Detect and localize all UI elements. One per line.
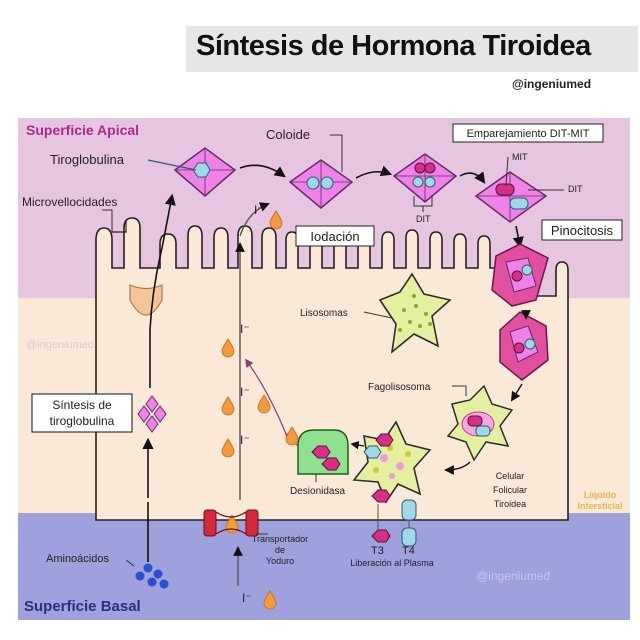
- arrow-tg3-tg4: [459, 171, 486, 184]
- thyroglobulin-pointer: [147, 159, 197, 171]
- transporter-label-2: de: [275, 545, 285, 555]
- lysosome: [378, 272, 452, 354]
- pinocytosis-box: [541, 219, 623, 241]
- arrow-secretion: [149, 193, 176, 388]
- aminoacids-label: Aminoácidos: [46, 553, 109, 565]
- synthesis-box: [31, 393, 133, 433]
- arrow-tg1-tg2: [239, 164, 286, 178]
- transporter-label-1: Transportador: [252, 534, 308, 544]
- pinocytosis-label: Pinocitosis: [551, 223, 614, 238]
- t3-vesicle: [371, 489, 391, 503]
- iodide-label-5: I⁻: [242, 591, 252, 605]
- basal-region: [18, 513, 630, 620]
- basal-label: Superficie Basal: [24, 598, 141, 615]
- arrow-pino2-phago: [510, 383, 523, 402]
- handle-label: @ingeniumed: [512, 77, 592, 91]
- synthesis-label-1: Síntesis de: [52, 398, 112, 412]
- arrow-iodide-colloid: [239, 202, 270, 237]
- released-dit-1: [363, 445, 382, 459]
- watermark-right: @ingeniumed: [476, 569, 550, 583]
- interstitial-label-2: Intersticial: [577, 501, 622, 511]
- arrow-phago-degradation: [444, 461, 471, 475]
- microvilli-label-pointer: [102, 209, 113, 232]
- aminoacids-pointer: [125, 559, 135, 567]
- thyroglobulin-4: [474, 171, 548, 223]
- thyroglobulin-3: [392, 153, 458, 203]
- arrow-tg2-tg3: [355, 165, 393, 179]
- iodide-label-1: I⁻: [254, 203, 264, 217]
- arrow-to-deiodinase: [350, 440, 365, 450]
- transporter-label-3: Yoduro: [266, 556, 294, 566]
- cell-label-3: Tiroidea: [494, 499, 526, 509]
- thyroglobulin-2: [288, 159, 354, 209]
- microvilli-pointer: [112, 220, 127, 233]
- page-title: Síntesis de Hormona Tiroidea: [196, 30, 591, 62]
- t4-vesicle: [401, 499, 417, 521]
- iodation-label: Iodación: [310, 229, 359, 244]
- aminoacids: [135, 563, 169, 589]
- interstitial-label-1: Líquido: [584, 490, 617, 500]
- released-mit-1: [375, 433, 394, 447]
- iodide-label-4: I⁻: [240, 433, 250, 447]
- pinocytosis-vesicle-1: [491, 243, 549, 307]
- synthesis-label-2: tiroglobulina: [50, 414, 115, 428]
- phagolysosome-label: Fagolisosoma: [368, 382, 431, 393]
- watermark-left: @ingeniumed: [26, 339, 94, 351]
- phagolysosome: [446, 384, 514, 462]
- deiodinase-label: Desionidasa: [290, 486, 345, 497]
- thyroglobulin-cluster: [137, 395, 167, 433]
- dit-label-small: DIT: [416, 214, 431, 224]
- thyroglobulin-label: Tiroglobulina: [50, 152, 125, 167]
- thyroglobulin-1: [173, 147, 237, 197]
- colloid-label: Coloide: [266, 127, 310, 142]
- mit-pointer: [505, 156, 509, 187]
- microvilli-label: Microvellocidades: [22, 195, 117, 209]
- pinocytosis-vesicle-2: [499, 311, 549, 381]
- mit-label: MIT: [512, 152, 528, 162]
- iodide-label-3: I⁻: [240, 385, 250, 399]
- t3-label: T3: [371, 545, 384, 557]
- title-box: [186, 26, 638, 72]
- lysosomes-label: Lisosomas: [300, 308, 348, 319]
- deiodinase: [297, 429, 349, 475]
- plasma-release-label: Liberación al Plasma: [350, 558, 434, 568]
- iodide-transporter: [203, 509, 259, 537]
- apical-label: Superficie Apical: [26, 122, 139, 138]
- arrow-tg4-pinocytosis: [512, 225, 524, 249]
- dit-label-right: DIT: [568, 184, 583, 194]
- pairing-label: Emparejamiento DIT-MIT: [467, 128, 590, 140]
- t3-hormone: [371, 529, 391, 543]
- cell-label-1: Celular: [496, 471, 525, 481]
- t4-label: T4: [402, 545, 415, 557]
- iodide-label-2: I⁻: [240, 322, 250, 336]
- t4-hormone: [401, 527, 417, 547]
- arrow-recycled-iodide: [245, 358, 287, 435]
- cell-label-2: Folicular: [493, 485, 527, 495]
- iodation-box: [295, 225, 375, 247]
- pairing-box: [452, 123, 604, 143]
- lysosome-pointer: [363, 311, 393, 319]
